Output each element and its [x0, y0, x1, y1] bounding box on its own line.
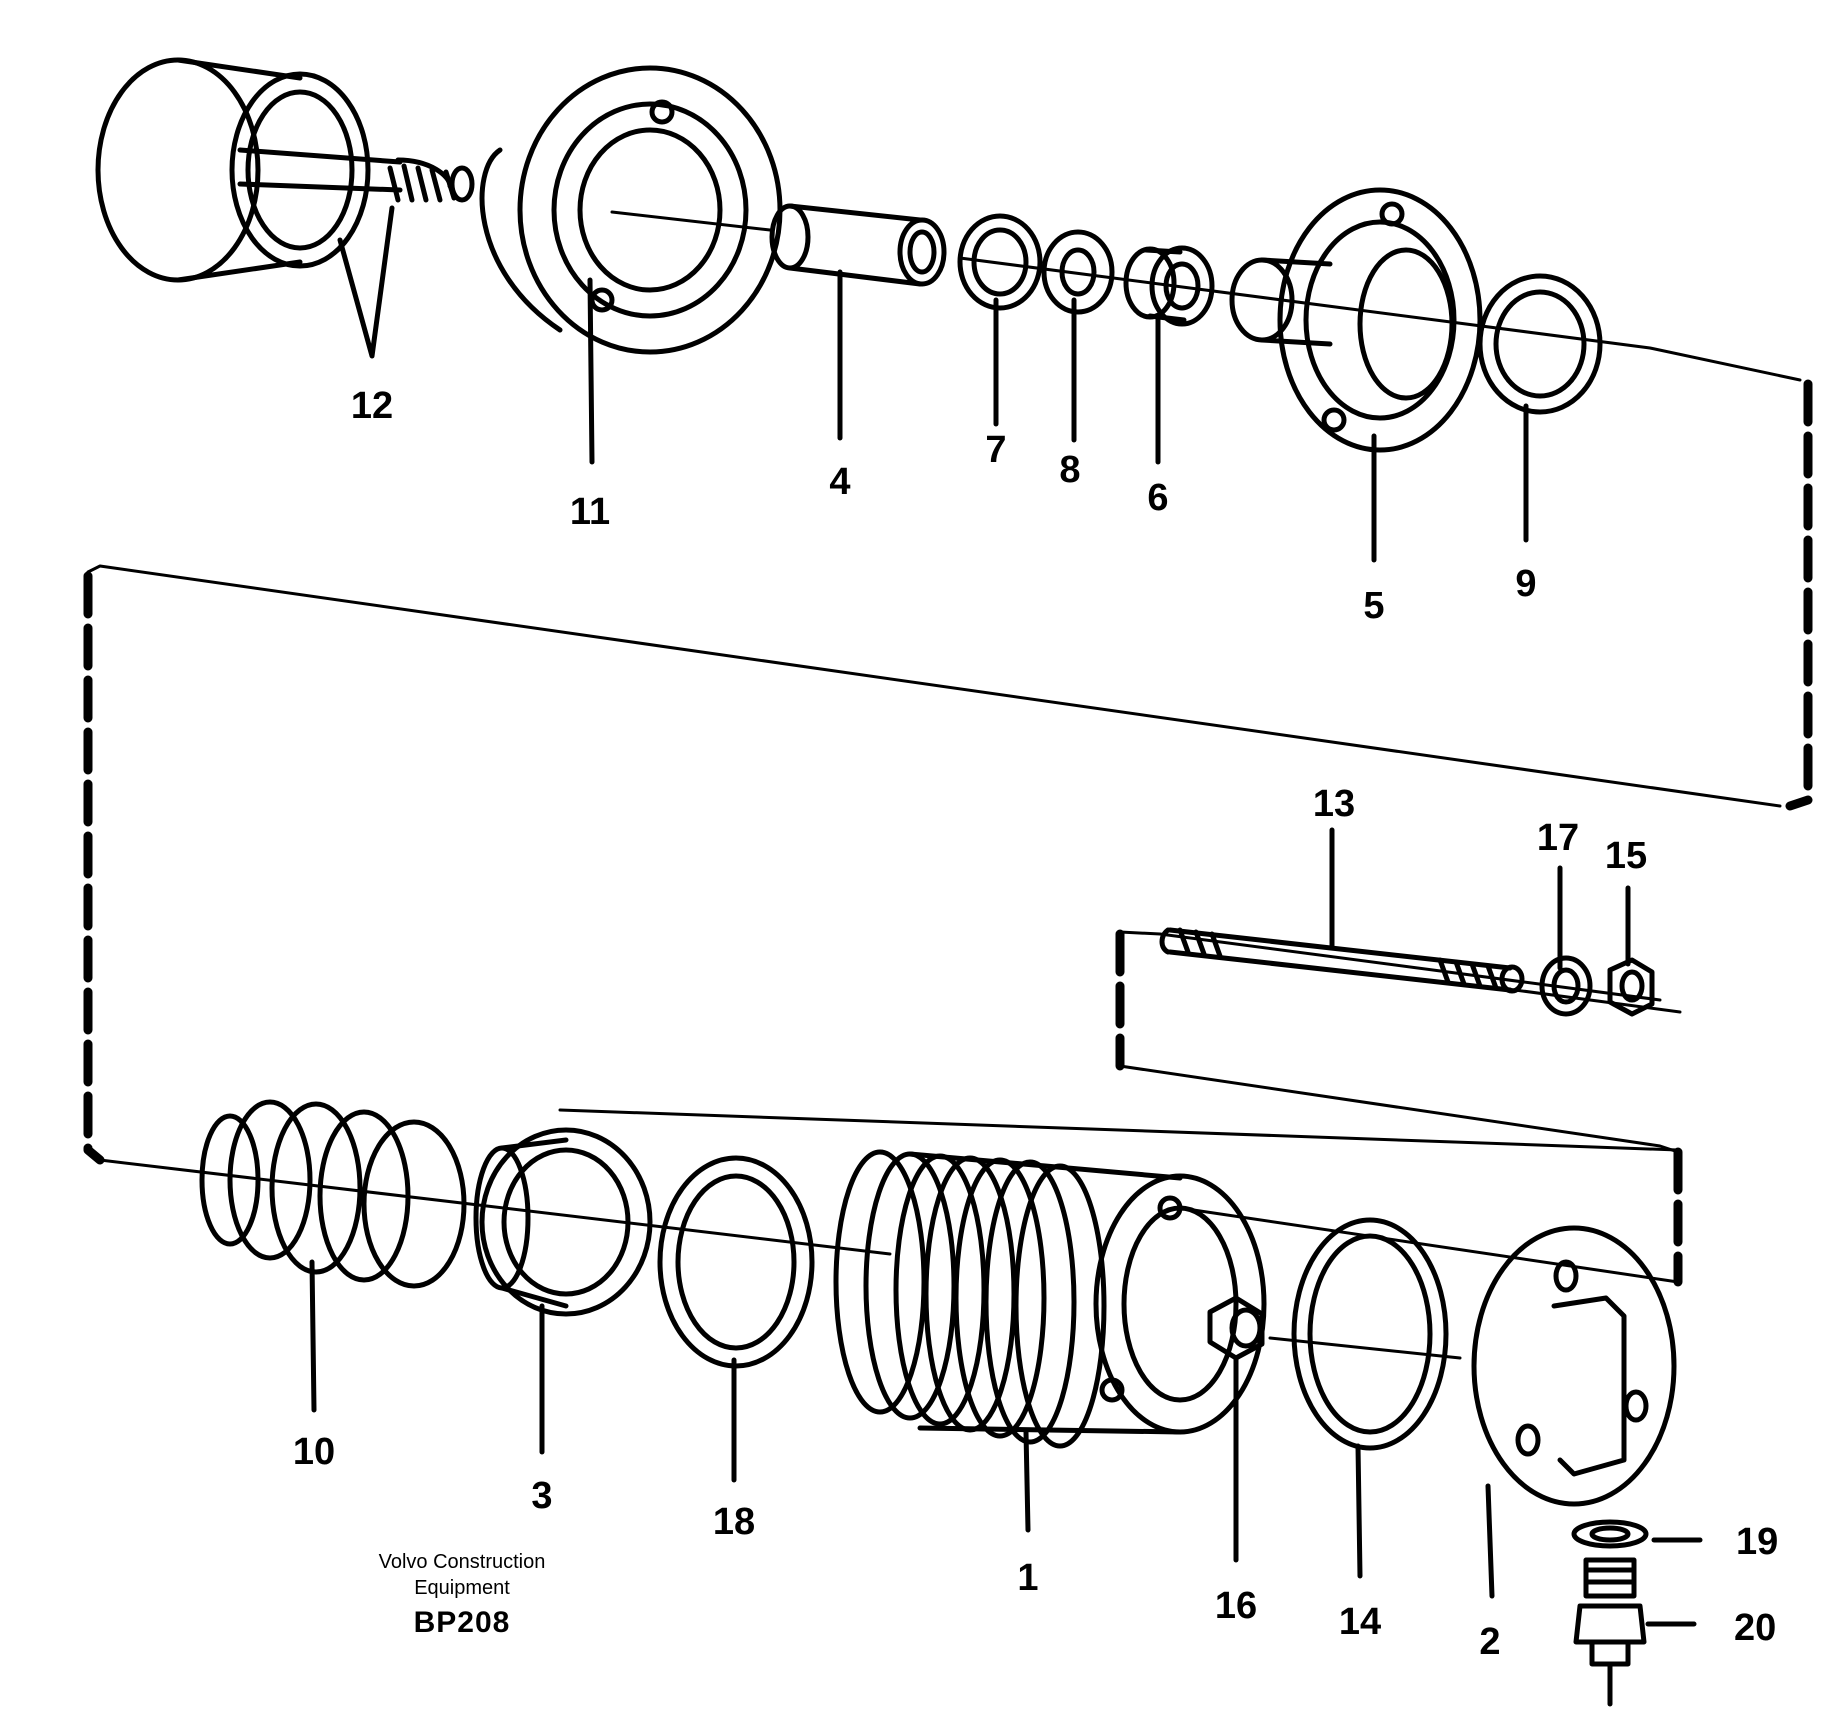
part-16-nut [1207, 1295, 1265, 1361]
label-part-20: 20 [1734, 1607, 1776, 1649]
label-part-17: 17 [1537, 817, 1579, 859]
part-2-end-cover [1471, 1225, 1677, 1507]
label-part-5: 5 [1363, 585, 1384, 627]
part-9-seal-ring [1477, 273, 1603, 415]
label-part-3: 3 [531, 1475, 552, 1517]
part-11-housing [479, 65, 783, 355]
part-19-washer [1571, 1519, 1649, 1549]
label-part-11: 11 [570, 491, 610, 533]
dashed-assembly-path [83, 379, 1813, 1287]
part-6-bushing [1123, 245, 1215, 327]
label-part-9: 9 [1515, 563, 1536, 605]
label-part-10: 10 [293, 1431, 335, 1473]
part-13-stud [1159, 927, 1525, 994]
label-part-13: 13 [1313, 783, 1355, 825]
part-12-cup-shaft [95, 57, 475, 283]
part-14-o-ring [1291, 1217, 1449, 1451]
label-part-15: 15 [1605, 835, 1647, 877]
label-part-4: 4 [829, 461, 850, 503]
label-part-7: 7 [985, 429, 1006, 471]
part-10-spring [199, 1099, 467, 1289]
part-labels: 12 11 4 7 8 6 5 9 13 17 15 10 3 18 1 16 … [293, 385, 1778, 1663]
part-5-flange [1229, 187, 1483, 453]
label-part-6: 6 [1147, 477, 1168, 519]
diagram-caption: Volvo Construction Equipment BP208 [379, 1551, 546, 1639]
part-17-washer [1539, 955, 1593, 1017]
label-part-12: 12 [351, 385, 393, 427]
part-1-bellows-body [833, 1149, 1267, 1449]
label-part-8: 8 [1059, 449, 1080, 491]
part-20-fitting [1573, 1557, 1647, 1667]
caption-line-1: Volvo Construction [379, 1551, 546, 1573]
part-18-o-ring [657, 1155, 815, 1369]
caption-line-2: Equipment [414, 1577, 510, 1599]
part-7-washer [957, 213, 1043, 311]
part-3-cup-seal [473, 1127, 653, 1317]
label-part-16: 16 [1215, 1585, 1257, 1627]
part-15-nut [1607, 957, 1655, 1017]
leader-lines [309, 205, 1703, 1707]
part-4-tube [769, 203, 947, 287]
part-8-washer [1041, 229, 1115, 315]
label-part-14: 14 [1339, 1601, 1381, 1643]
label-part-1: 1 [1017, 1557, 1038, 1599]
label-part-2: 2 [1479, 1621, 1500, 1663]
label-part-18: 18 [713, 1501, 755, 1543]
caption-code: BP208 [414, 1606, 511, 1639]
label-part-19: 19 [1736, 1521, 1778, 1563]
